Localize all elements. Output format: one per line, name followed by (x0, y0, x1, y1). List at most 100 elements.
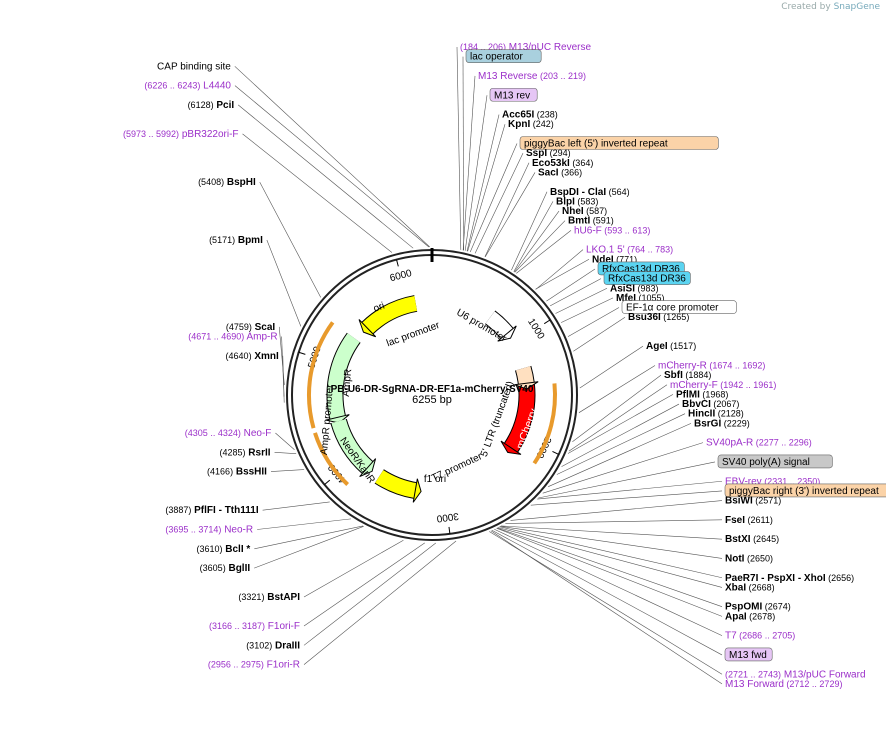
feature-arc (375, 469, 417, 498)
feature-box-label: EF-1α core promoter (626, 303, 719, 314)
site-label: (3695 .. 3714) Neo-R (165, 525, 253, 536)
feature-arrowhead (412, 478, 422, 503)
site-label: NheI (587) (562, 206, 607, 217)
leader-line (538, 461, 716, 499)
feature-arrowhead (497, 325, 517, 342)
feature-label: ori (372, 301, 386, 315)
site-label-part: (3887) (165, 505, 191, 515)
site-label-part: F1ori-R (264, 660, 300, 671)
site-label: (6128) PciI (188, 100, 235, 111)
site-label-part: FseI (725, 515, 745, 526)
feature-arc (515, 366, 534, 385)
leader-line (511, 191, 548, 271)
feature-box (724, 647, 773, 662)
tick-mark (298, 351, 306, 355)
site-label: Eco53kI (364) (532, 158, 593, 169)
site-label: CAP binding site (157, 61, 231, 72)
site-label: (3605) BglII (200, 563, 251, 574)
leader-line (242, 133, 393, 253)
site-label-part: XmnI (252, 351, 279, 362)
site-label: M13 Reverse (203 .. 219) (478, 71, 586, 82)
site-label: PspOMI (2674) (725, 602, 791, 613)
site-label-part: (3605) (200, 563, 226, 573)
site-label-part: M13 Reverse (478, 71, 538, 82)
site-label-part: HincII (688, 409, 715, 420)
feature-box-label: RfxCas13d DR36 (608, 274, 686, 285)
tick-mark (448, 526, 451, 534)
site-label-part: (2650) (744, 553, 773, 563)
site-label: (5171) BpmI (209, 235, 263, 246)
site-label-part: pBR322ori-F (179, 129, 238, 140)
site-label-part: BssHII (233, 467, 267, 478)
site-label-part: (2611) (745, 515, 773, 525)
leader-line (516, 230, 572, 274)
site-label: SspI (294) (526, 148, 571, 159)
site-label: (5973 .. 5992) pBR322ori-F (123, 129, 239, 140)
feature-box-label: M13 fwd (729, 650, 767, 661)
site-label-part: BsiWI (725, 496, 753, 507)
tick-label: 6000 (389, 268, 414, 284)
leader-line (513, 201, 554, 272)
plasmid-name: PB-U6-DR-SgRNA-DR-EF1a-mCherry-SV40 (331, 384, 534, 395)
site-label: (5408) BspHI (198, 177, 256, 188)
site-label: AsiSI (983) (610, 283, 659, 294)
leader-lines (234, 46, 723, 685)
site-label-part: BclI * (223, 544, 251, 555)
site-label-part: (587) (584, 206, 608, 216)
site-label-part: (2678) (747, 611, 776, 621)
site-label-part: BspHI (224, 177, 256, 188)
site-label: (2956 .. 2975) F1ori-R (208, 660, 300, 671)
site-label-part: (2331 .. 2350) (762, 476, 821, 486)
site-label-part: (5171) (209, 235, 235, 245)
leader-line (474, 153, 524, 254)
leader-line (497, 527, 723, 588)
leader-line (234, 66, 430, 248)
site-label-part: (3102) (246, 640, 272, 650)
site-label: NotI (2650) (725, 553, 773, 564)
site-label-part: (1968) (700, 389, 729, 399)
leader-line (462, 75, 476, 251)
leader-line (572, 374, 662, 443)
leader-line (266, 239, 302, 327)
site-label-part: (1674 .. 1692) (707, 360, 766, 370)
site-label-part: BspDI (550, 187, 579, 198)
site-label: EBV-rev (2331 .. 2350) (725, 476, 820, 487)
leader-line (303, 539, 404, 598)
leader-line (530, 490, 723, 506)
leader-line (234, 85, 430, 248)
site-label-part: BstXI (725, 534, 751, 545)
site-label: mCherry-R (1674 .. 1692) (658, 360, 765, 371)
site-label-part: (2571) (753, 496, 782, 506)
site-label-part: hU6-F (574, 225, 602, 236)
leader-line (535, 259, 590, 290)
site-label: (6226 .. 6243) L4440 (144, 81, 231, 92)
site-label-part: (4305 .. 4324) (185, 428, 241, 438)
site-label-part: M13 Forward (725, 679, 784, 690)
leader-line (303, 542, 436, 646)
leader-line (567, 394, 674, 454)
site-label-part: DraIII (272, 640, 300, 651)
site-label: (4640) XmnI (226, 351, 279, 362)
site-label-part: (564) (606, 187, 630, 197)
site-label-part: BglII (226, 563, 251, 574)
tick-mark (396, 259, 399, 267)
site-label-part: PspOMI (725, 602, 762, 613)
leader-line (555, 287, 608, 314)
site-label: M13 Forward (2712 .. 2729) (725, 679, 842, 690)
snapgene-watermark: Created by SnapGene (781, 2, 880, 12)
site-label-part: AsiSI (610, 283, 635, 294)
site-label-part: (6128) (188, 100, 214, 110)
site-label-part: (1884) (683, 370, 712, 380)
site-label-part: (2277 .. 2296) (753, 438, 812, 448)
feature-arc (362, 296, 418, 334)
site-label: BspDI - ClaI (564) (550, 187, 630, 198)
site-label-part: PciI (214, 100, 235, 111)
site-label-part: EBV-rev (725, 476, 762, 487)
leader-line (578, 365, 656, 413)
feature-label: f1 ori (424, 474, 446, 485)
site-label-part: Neo-F (241, 428, 272, 439)
leader-line (560, 297, 614, 323)
leader-line (466, 114, 500, 252)
